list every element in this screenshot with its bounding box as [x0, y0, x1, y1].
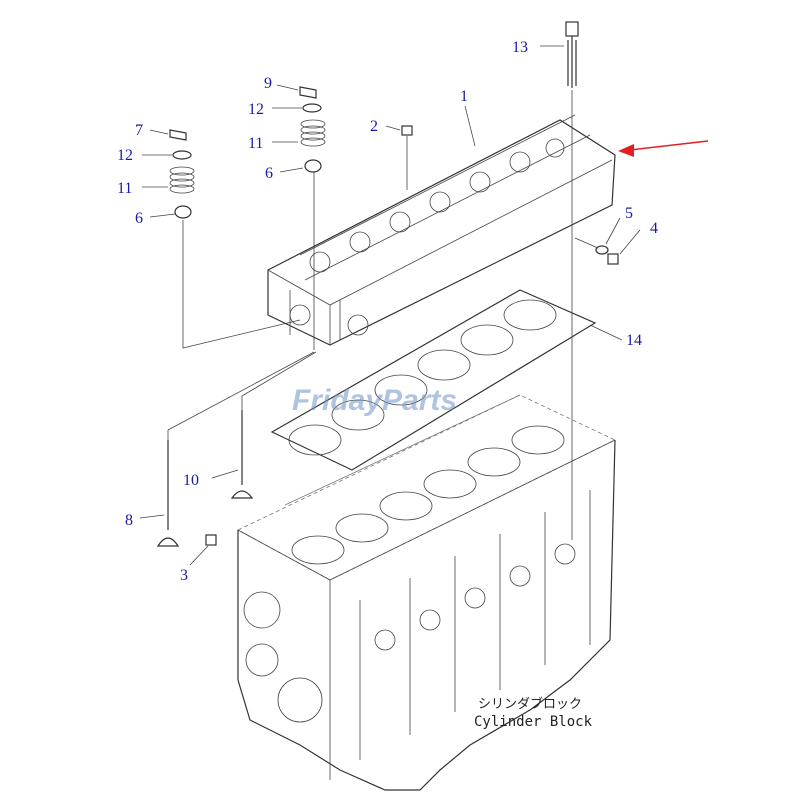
plug — [401, 125, 413, 136]
block-label-japanese: シリンダブロック — [478, 696, 582, 712]
intake-valve — [156, 440, 180, 547]
exhaust-valve — [230, 410, 254, 499]
indicator-arrow — [618, 140, 709, 157]
callout-8: 8 — [125, 512, 133, 529]
cylinder-block — [237, 394, 616, 791]
callout-10: 10 — [183, 472, 199, 489]
callout-5: 5 — [625, 205, 633, 222]
valve-stack-left — [169, 129, 195, 219]
valve-stack-right — [299, 86, 326, 173]
callout-14: 14 — [626, 332, 642, 349]
head-gasket — [270, 289, 597, 471]
callout-12b: 12 — [117, 147, 133, 164]
callout-4: 4 — [650, 220, 658, 237]
callout-3: 3 — [180, 567, 188, 584]
callout-7: 7 — [135, 122, 143, 139]
callout-6b: 6 — [135, 210, 143, 227]
callout-1: 1 — [460, 88, 468, 105]
head-bolt — [565, 21, 579, 88]
block-plug — [205, 534, 217, 546]
callout-12a: 12 — [248, 101, 264, 118]
callout-11b: 11 — [117, 180, 132, 197]
callout-11a: 11 — [248, 135, 263, 152]
watermark: FridayParts — [292, 384, 457, 417]
callout-2: 2 — [370, 118, 378, 135]
o-ring — [595, 245, 609, 255]
cylinder-head — [267, 114, 616, 346]
callout-9: 9 — [264, 75, 272, 92]
callout-6a: 6 — [265, 165, 273, 182]
block-label-english: Cylinder Block — [474, 714, 593, 730]
plug-small — [607, 253, 619, 265]
callout-13: 13 — [512, 39, 528, 56]
